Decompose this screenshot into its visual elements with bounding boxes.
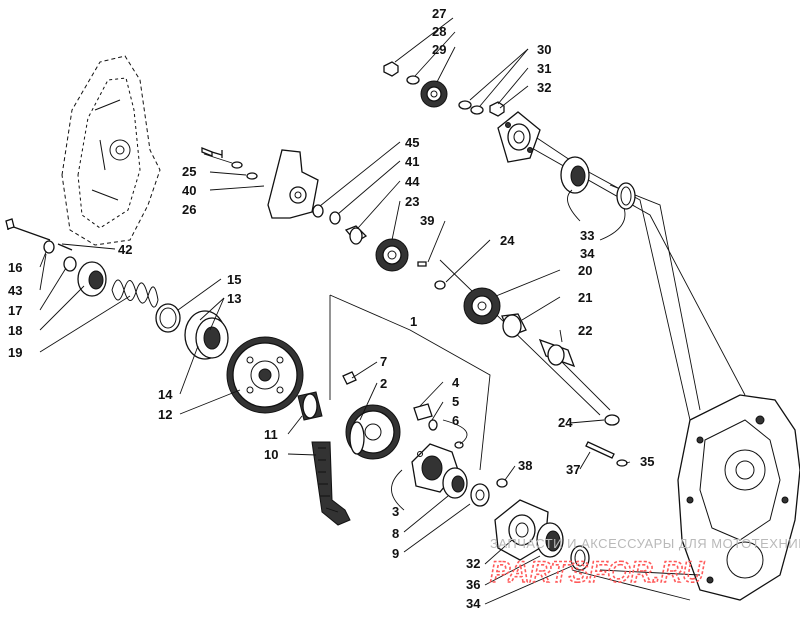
callout-38: 38 xyxy=(518,458,532,473)
callout-27: 27 xyxy=(432,6,446,21)
callout-42: 42 xyxy=(118,242,132,257)
callout-36: 36 xyxy=(466,577,480,592)
washer-9 xyxy=(470,483,490,507)
callout-labels: 27 28 29 30 31 32 45 41 44 23 39 24 20 2… xyxy=(8,6,654,611)
pinion-gear-11 xyxy=(297,391,323,421)
callout-34-lower: 34 xyxy=(466,596,481,611)
callout-34-upper: 34 xyxy=(580,246,595,261)
callout-25: 25 xyxy=(182,164,196,179)
sprocket-29 xyxy=(420,80,448,108)
gear-2 xyxy=(345,404,401,460)
upper-fasteners xyxy=(383,61,636,210)
callout-26: 26 xyxy=(182,202,196,217)
callout-12: 12 xyxy=(158,407,172,422)
callout-8: 8 xyxy=(392,526,399,541)
callout-23: 23 xyxy=(405,194,419,209)
callout-22: 22 xyxy=(578,323,592,338)
leader-lines xyxy=(39,17,631,605)
bearing-13 xyxy=(184,310,229,360)
callout-18: 18 xyxy=(8,323,22,338)
chaincase-housing xyxy=(677,394,800,601)
callout-31: 31 xyxy=(537,61,551,76)
callout-9: 9 xyxy=(392,546,399,561)
snap-ring-34-upper xyxy=(616,182,636,210)
callout-44: 44 xyxy=(405,174,420,189)
callout-29: 29 xyxy=(432,42,446,57)
callout-41: 41 xyxy=(405,154,419,169)
callout-7: 7 xyxy=(380,354,387,369)
callout-24-lower: 24 xyxy=(558,415,573,430)
lower-flange-assembly xyxy=(494,441,628,571)
callout-32-lower: 32 xyxy=(466,556,480,571)
callout-21: 21 xyxy=(578,290,592,305)
sprocket-20 xyxy=(463,287,501,325)
bearing-flange-32 xyxy=(497,111,541,163)
callout-32-upper: 32 xyxy=(537,80,551,95)
watermark-brand: PARTSFOR.RU xyxy=(490,556,705,589)
sprocket-23 xyxy=(375,238,409,272)
callout-37: 37 xyxy=(566,462,580,477)
bearing-8 xyxy=(442,467,468,499)
large-gear-12 xyxy=(226,336,304,414)
chain-10 xyxy=(311,441,351,526)
callout-5: 5 xyxy=(452,394,459,409)
callout-6: 6 xyxy=(452,413,459,428)
tensioner-bracket xyxy=(201,147,319,219)
callout-33: 33 xyxy=(580,228,594,243)
callout-15: 15 xyxy=(227,272,241,287)
callout-3: 3 xyxy=(392,504,399,519)
assembly-axis-lines xyxy=(329,129,746,601)
snap-ring-15 xyxy=(155,303,181,333)
callout-11: 11 xyxy=(264,427,278,442)
left-shaft-parts xyxy=(5,218,229,360)
callout-4: 4 xyxy=(452,375,460,390)
callout-20: 20 xyxy=(578,263,592,278)
upper-shaft-parts xyxy=(312,204,446,290)
spring-19 xyxy=(111,279,159,308)
callout-43: 43 xyxy=(8,283,22,298)
callout-35: 35 xyxy=(640,454,654,469)
callout-17: 17 xyxy=(8,303,22,318)
bearing-33 xyxy=(560,156,590,194)
callout-1: 1 xyxy=(410,314,417,329)
callout-24-upper: 24 xyxy=(500,233,515,248)
callout-16: 16 xyxy=(8,260,22,275)
callout-45: 45 xyxy=(405,135,419,150)
callout-40: 40 xyxy=(182,183,196,198)
callout-14: 14 xyxy=(158,387,173,402)
callout-2: 2 xyxy=(380,376,387,391)
bearing-18 xyxy=(77,261,107,297)
callout-13: 13 xyxy=(227,291,241,306)
callout-30: 30 xyxy=(537,42,551,57)
callout-39: 39 xyxy=(420,213,434,228)
callout-19: 19 xyxy=(8,345,22,360)
callout-10: 10 xyxy=(264,447,278,462)
watermark: ЗАПЧАСТИ И АКСЕССУАРЫ ДЛЯ МОТОТЕХНИКИ PA… xyxy=(489,536,800,590)
small-parts-4-7 xyxy=(342,371,464,449)
middle-shaft-parts xyxy=(463,287,620,426)
callout-28: 28 xyxy=(432,24,446,39)
watermark-caption: ЗАПЧАСТИ И АКСЕССУАРЫ ДЛЯ МОТОТЕХНИКИ xyxy=(490,536,800,551)
chaincase-cover xyxy=(61,55,161,246)
